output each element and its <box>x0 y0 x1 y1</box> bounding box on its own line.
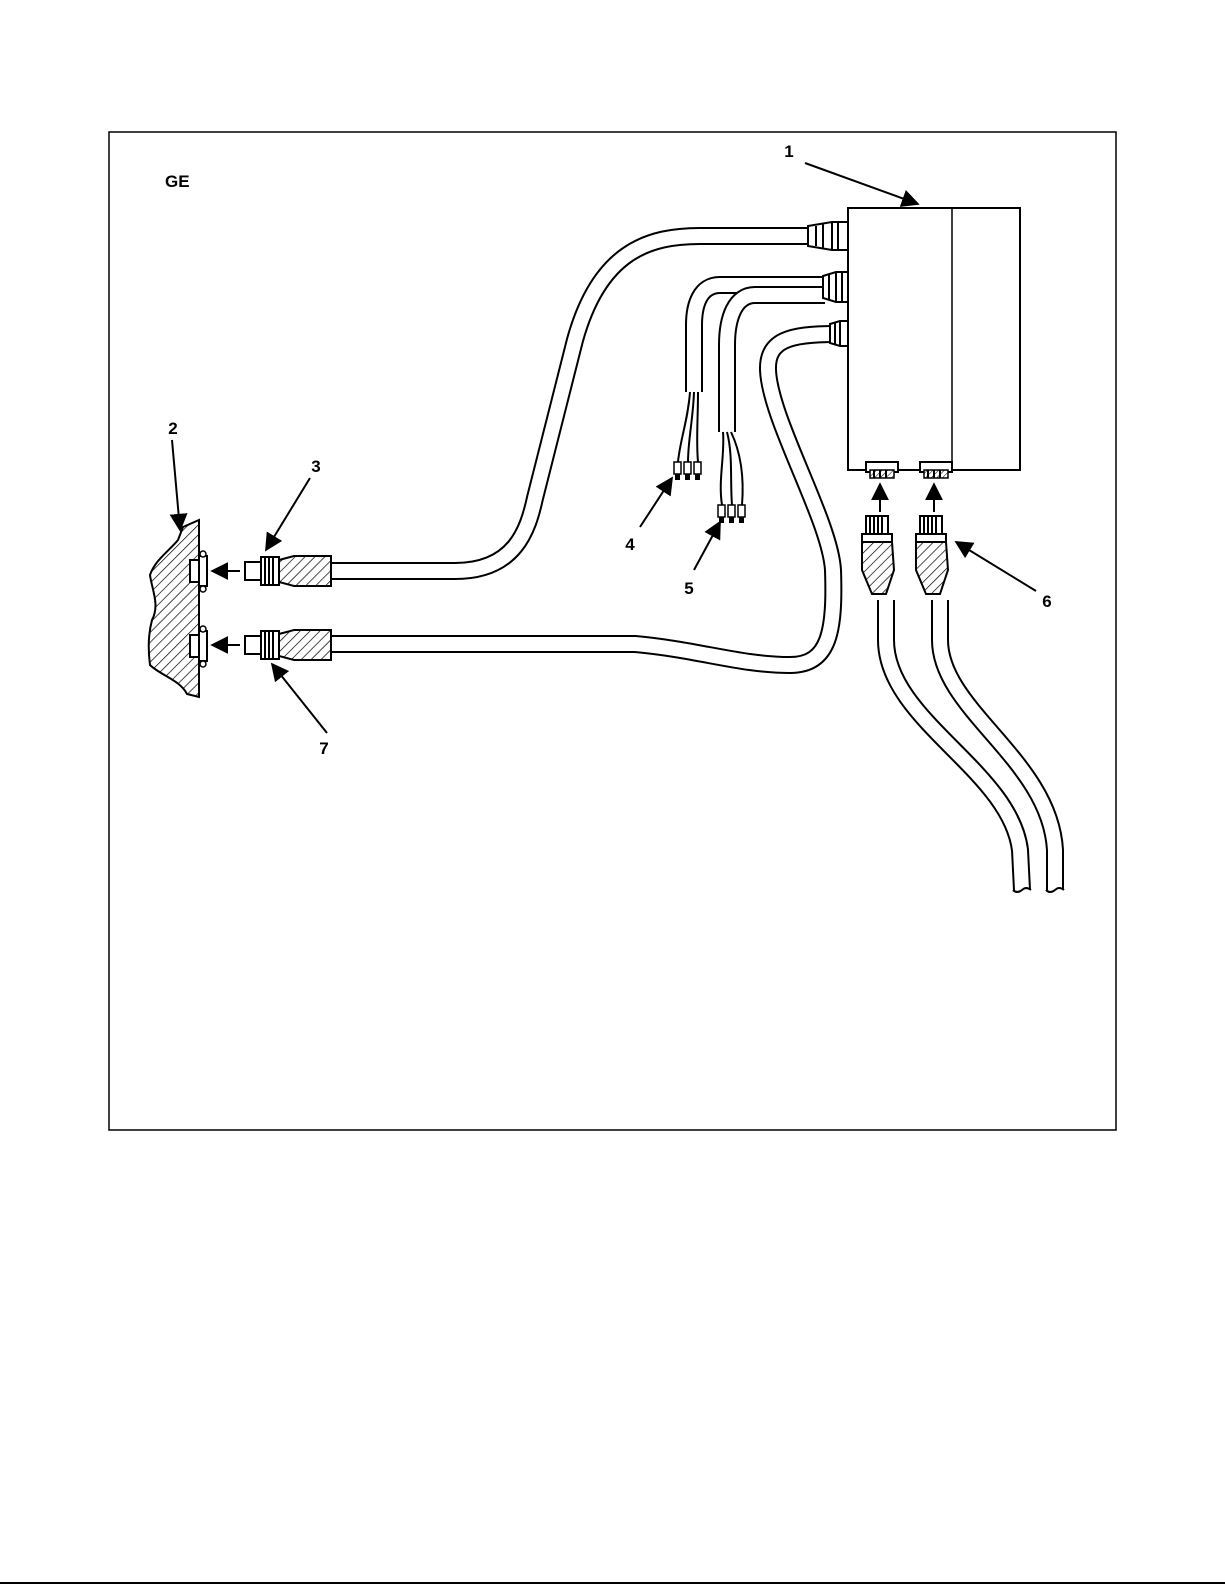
connector-6-right <box>916 516 948 594</box>
cable-gland-medium <box>823 272 848 302</box>
callout-7: 7 <box>319 739 328 758</box>
leader-2 <box>172 440 180 530</box>
receptacle-right <box>920 462 952 478</box>
callout-4: 4 <box>625 535 635 554</box>
callout-2: 2 <box>168 419 177 438</box>
callout-3: 3 <box>311 457 320 476</box>
wires-4 <box>674 392 701 480</box>
connector-3 <box>245 556 331 586</box>
cable-gland-large <box>808 222 848 250</box>
connector-7 <box>245 630 331 660</box>
terminals-5 <box>718 505 745 523</box>
leader-3 <box>266 478 310 550</box>
leader-5 <box>694 522 720 570</box>
cable-7 <box>331 334 835 665</box>
terminals-4 <box>674 462 701 480</box>
cable-gland-small <box>830 321 848 346</box>
leader-1 <box>805 163 918 204</box>
mounting-panel <box>149 520 207 697</box>
junction-box <box>808 208 1020 478</box>
wires-5 <box>718 432 745 523</box>
leader-4 <box>640 478 672 527</box>
leader-6 <box>956 542 1036 591</box>
view-label: GE <box>165 172 190 191</box>
callout-5: 5 <box>684 579 693 598</box>
callout-1: 1 <box>784 142 793 161</box>
connector-6-left <box>862 516 894 594</box>
receptacle-left <box>866 462 898 478</box>
leader-7 <box>272 664 327 733</box>
callout-6: 6 <box>1042 592 1051 611</box>
